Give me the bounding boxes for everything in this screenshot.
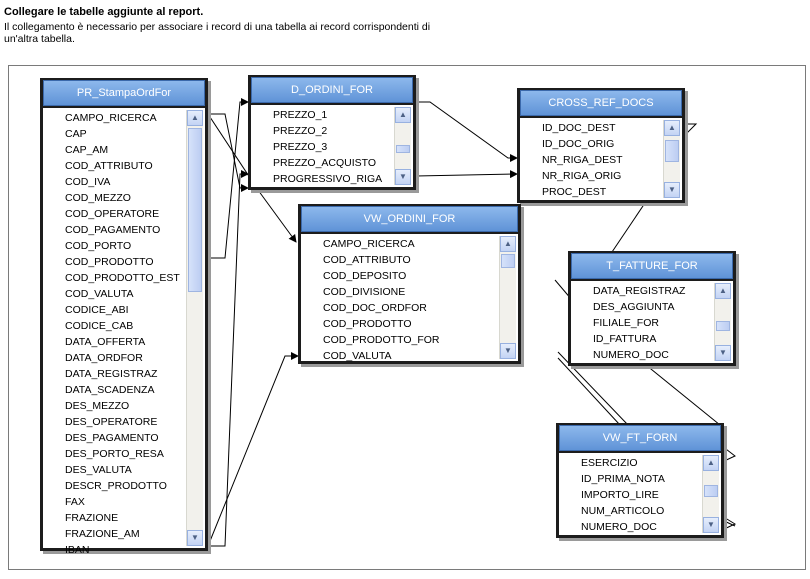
field-item[interactable]: PROGRESSIVO_RIGA [273, 173, 383, 185]
field-item[interactable]: NR_RIGA_DEST [542, 154, 623, 166]
table-title[interactable]: PR_StampaOrdFor [43, 80, 205, 106]
table-title[interactable]: CROSS_REF_DOCS [520, 90, 682, 116]
field-item[interactable]: PREZZO_2 [273, 125, 328, 137]
page-title: Collegare le tabelle aggiunte al report. [4, 6, 204, 18]
field-item[interactable]: PROC_DEST [542, 186, 607, 198]
scroll-down-arrow-icon[interactable]: ▼ [395, 169, 411, 185]
field-item[interactable]: DATA_ORDFOR [65, 352, 143, 364]
field-item[interactable]: DES_MEZZO [65, 400, 130, 412]
field-item[interactable]: CODICE_CAB [65, 320, 134, 332]
field-item[interactable]: NUMERO_DOC [593, 349, 669, 361]
field-item[interactable]: ID_FATTURA [593, 333, 657, 345]
table-title[interactable]: T_FATTURE_FOR [571, 253, 733, 279]
scroll-thumb[interactable] [704, 485, 718, 497]
scroll-up-arrow-icon[interactable]: ▲ [187, 110, 203, 126]
vertical-scrollbar[interactable]: ▲ ▼ [186, 110, 203, 546]
table-vw-ordini-for[interactable]: VW_ORDINI_FOR CAMPO_RICERCA COD_ATTRIBUTO… [298, 204, 521, 364]
field-item[interactable]: NUMERO_DOC [581, 521, 657, 533]
vertical-scrollbar[interactable]: ▲ ▼ [702, 455, 719, 533]
scroll-thumb[interactable] [501, 254, 515, 268]
field-item[interactable]: ESERCIZIO [581, 457, 638, 469]
scroll-up-arrow-icon[interactable]: ▲ [664, 120, 680, 136]
field-item[interactable]: COD_OPERATORE [65, 208, 160, 220]
field-item[interactable]: COD_MEZZO [65, 192, 131, 204]
field-item[interactable]: IMPORTO_LIRE [581, 489, 659, 501]
scroll-up-arrow-icon[interactable]: ▲ [703, 455, 719, 471]
field-item[interactable]: NR_RIGA_ORIG [542, 170, 622, 182]
field-item[interactable]: COD_PRODOTTO_EST [65, 272, 180, 284]
scroll-thumb[interactable] [716, 321, 730, 331]
vertical-scrollbar[interactable]: ▲ ▼ [714, 283, 731, 361]
field-item[interactable]: DATA_REGISTRAZ [593, 285, 686, 297]
scroll-down-arrow-icon[interactable]: ▼ [715, 345, 731, 361]
scroll-down-arrow-icon[interactable]: ▼ [664, 182, 680, 198]
field-item[interactable]: ID_DOC_ORIG [542, 138, 615, 150]
field-item[interactable]: FAX [65, 496, 85, 508]
field-item[interactable]: CAMPO_RICERCA [323, 238, 415, 250]
field-item[interactable]: DES_PORTO_RESA [65, 448, 164, 460]
field-item[interactable]: ID_DOC_DEST [542, 122, 616, 134]
scroll-thumb[interactable] [396, 145, 410, 153]
field-item[interactable]: ID_PRIMA_NOTA [581, 473, 665, 485]
field-item[interactable]: COD_VALUTA [323, 350, 392, 362]
scroll-up-arrow-icon[interactable]: ▲ [395, 107, 411, 123]
field-item[interactable]: DES_VALUTA [65, 464, 132, 476]
field-item[interactable]: NUM_ARTICOLO [581, 505, 665, 517]
scroll-down-arrow-icon[interactable]: ▼ [187, 530, 203, 546]
scroll-thumb[interactable] [188, 128, 202, 292]
field-item[interactable]: IBAN [65, 544, 90, 556]
table-title[interactable]: D_ORDINI_FOR [251, 77, 413, 103]
field-item[interactable]: DES_AGGIUNTA [593, 301, 675, 313]
vertical-scrollbar[interactable]: ▲ ▼ [394, 107, 411, 185]
field-item[interactable]: PREZZO_1 [273, 109, 328, 121]
page-description: Il collegamento è necessario per associa… [4, 21, 431, 45]
field-item[interactable]: CAMPO_RICERCA [65, 112, 157, 124]
field-item[interactable]: DATA_REGISTRAZ [65, 368, 158, 380]
field-item[interactable]: CODICE_ABI [65, 304, 129, 316]
scroll-up-arrow-icon[interactable]: ▲ [715, 283, 731, 299]
field-item[interactable]: CAP_AM [65, 144, 109, 156]
field-item[interactable]: COD_PRODOTTO [65, 256, 154, 268]
field-item[interactable]: FRAZIONE [65, 512, 119, 524]
scroll-up-arrow-icon[interactable]: ▲ [500, 236, 516, 252]
field-item[interactable]: COD_IVA [65, 176, 111, 188]
field-item[interactable]: COD_ATTRIBUTO [65, 160, 153, 172]
field-item[interactable]: DES_OPERATORE [65, 416, 158, 428]
field-item[interactable]: DATA_SCADENZA [65, 384, 155, 396]
field-item[interactable]: CAP [65, 128, 87, 140]
field-item[interactable]: COD_DIVISIONE [323, 286, 406, 298]
table-cross-ref-docs[interactable]: CROSS_REF_DOCS ID_DOC_DEST ID_DOC_ORIG NR_… [517, 88, 685, 203]
field-item[interactable]: FILIALE_FOR [593, 317, 659, 329]
field-item[interactable]: COD_PORTO [65, 240, 132, 252]
field-item[interactable]: DESCR_PRODOTTO [65, 480, 167, 492]
field-item[interactable]: COD_PRODOTTO_FOR [323, 334, 440, 346]
vertical-scrollbar[interactable]: ▲ ▼ [499, 236, 516, 359]
field-item[interactable]: COD_PRODOTTO [323, 318, 412, 330]
scroll-down-arrow-icon[interactable]: ▼ [500, 343, 516, 359]
field-item[interactable]: PREZZO_ACQUISTO [273, 157, 377, 169]
table-title[interactable]: VW_ORDINI_FOR [301, 206, 518, 232]
table-title[interactable]: VW_FT_FORN [559, 425, 721, 451]
vertical-scrollbar[interactable]: ▲ ▼ [663, 120, 680, 198]
table-pr-stampaordfor[interactable]: PR_StampaOrdFor CAMPO_RICERCA CAP CAP_AM CO… [40, 78, 208, 556]
field-item[interactable]: COD_PAGAMENTO [65, 224, 161, 236]
field-item[interactable]: COD_DOC_ORDFOR [323, 302, 427, 314]
scroll-thumb[interactable] [665, 140, 679, 162]
field-item[interactable]: PREZZO_3 [273, 141, 328, 153]
field-item[interactable]: DATA_OFFERTA [65, 336, 146, 348]
table-vw-ft-forn[interactable]: VW_FT_FORN ESERCIZIO ID_PRIMA_NOTA IMPORTO… [556, 423, 724, 538]
field-item[interactable]: COD_DEPOSITO [323, 270, 407, 282]
scroll-down-arrow-icon[interactable]: ▼ [703, 517, 719, 533]
field-item[interactable]: DES_PAGAMENTO [65, 432, 159, 444]
field-item[interactable]: COD_ATTRIBUTO [323, 254, 411, 266]
table-t-fatture-for[interactable]: T_FATTURE_FOR DATA_REGISTRAZ DES_AGGIUNTA… [568, 251, 736, 366]
field-item[interactable]: COD_VALUTA [65, 288, 134, 300]
field-item[interactable]: FRAZIONE_AM [65, 528, 140, 540]
